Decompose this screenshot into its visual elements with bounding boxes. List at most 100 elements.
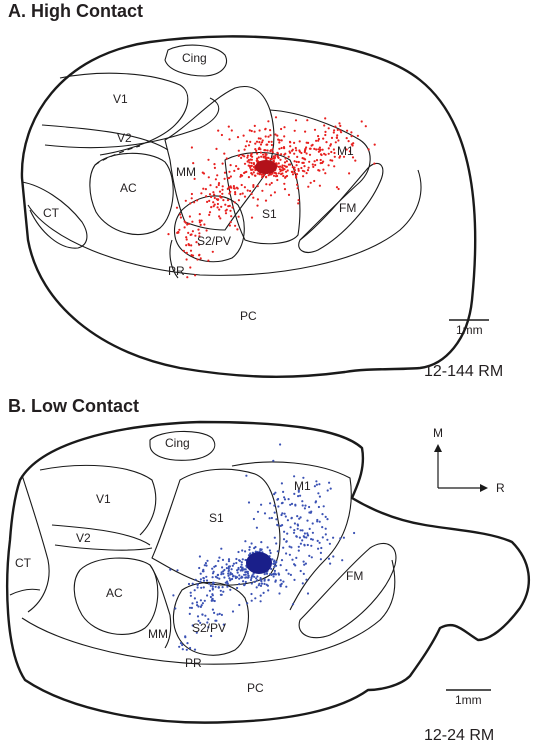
dots-b-dot [219, 589, 222, 592]
dots-a-dot [296, 183, 299, 186]
panel-b-case-label: 12-24 RM [424, 727, 494, 744]
dots-a-dot [188, 244, 191, 247]
dots-b-dot [240, 563, 243, 566]
dots-a-dot [325, 141, 328, 144]
dots-a-dot [240, 156, 243, 159]
dots-b-dot [207, 618, 210, 621]
dots-b-dot [188, 606, 192, 609]
dots-b-dot [207, 626, 210, 629]
panel-b-label-pc: PC [247, 681, 264, 695]
dots-b-dot [339, 537, 342, 540]
dots-b-dot [229, 588, 232, 591]
dots-b-dot [205, 579, 209, 582]
dots-b-dot [255, 526, 258, 529]
dots-a-dot [260, 173, 263, 176]
dots-a-dot [280, 169, 283, 172]
dots-a-dot [274, 154, 277, 157]
dots-a-dot [337, 139, 340, 142]
dots-b-dot [221, 586, 224, 589]
dots-b-dot [302, 476, 305, 479]
dots-b-dot [302, 560, 305, 563]
dots-a-dot [272, 155, 275, 158]
panel-b-dot-core [246, 552, 272, 574]
dots-a-dot [332, 148, 335, 151]
dots-a-dot [311, 143, 314, 146]
panel-a-ct-region [21, 181, 88, 249]
dots-b-dot [324, 527, 327, 530]
dots-a-dot [264, 128, 267, 131]
dots-a-dot [243, 195, 247, 198]
dots-b-dot [211, 567, 214, 570]
dots-a-dot [235, 165, 238, 168]
dots-a-dot [280, 139, 283, 142]
dots-a-dot [335, 186, 339, 189]
dots-a-dot [234, 193, 237, 196]
dots-a-dot [222, 199, 225, 202]
dots-b-dot [304, 562, 307, 565]
dots-a-dot [264, 199, 268, 202]
panel-b-label-s2pv: S2/PV [192, 621, 226, 635]
dots-a-dot [276, 174, 279, 178]
dots-a-dot [276, 152, 279, 155]
dots-a-dot [308, 153, 312, 156]
dots-a-dot [198, 221, 201, 224]
panel-b-label-mm: MM [148, 627, 168, 641]
dots-a-dot [317, 148, 320, 151]
panel-b-label-ct: CT [15, 556, 32, 570]
dots-a-dot [269, 129, 272, 132]
dots-b-dot [237, 550, 240, 554]
dots-a-dot [274, 116, 278, 119]
dots-b-dot [206, 594, 209, 597]
dots-a-dot [252, 171, 255, 174]
dots-b-dot [199, 599, 202, 602]
dots-a-dot [283, 161, 287, 164]
panel-a-label-ct: CT [43, 206, 60, 220]
dots-a-dot [246, 189, 249, 192]
dots-a-dot [273, 171, 276, 174]
dots-b-dot [328, 481, 331, 484]
dots-a-dot [337, 187, 340, 191]
dots-b-dot [227, 574, 230, 577]
dots-a-dot [190, 233, 193, 236]
dots-a-dot [267, 140, 270, 143]
dots-a-dot [195, 241, 198, 244]
dots-a-dot [339, 124, 342, 127]
dots-a-dot [293, 160, 296, 163]
dots-b-dot [236, 586, 239, 590]
dots-a-dot [189, 202, 192, 205]
dots-b-dot [313, 485, 316, 488]
dots-b-dot [263, 582, 266, 586]
dots-b-dot [245, 570, 248, 573]
dots-a-dot [208, 211, 212, 214]
dots-a-dot [186, 276, 189, 279]
dots-a-dot [190, 244, 193, 247]
dots-a-dot [198, 232, 201, 235]
dots-b-dot [315, 480, 318, 483]
dots-b-dot [326, 518, 329, 521]
dots-b-dot [211, 597, 214, 600]
dots-b-dot [273, 511, 276, 514]
dots-a-dot [259, 137, 262, 140]
dots-b-dot [316, 520, 319, 523]
panel-b-fm-region [298, 543, 397, 639]
dots-a-dot [243, 162, 247, 165]
dots-b-dot [246, 602, 249, 605]
dots-b-dot [273, 565, 276, 569]
dots-b-dot [311, 538, 314, 541]
dots-a-dot [256, 172, 259, 175]
dots-b-dot [301, 582, 304, 585]
dots-b-dot [324, 515, 327, 519]
dots-a-dot [321, 148, 324, 151]
panel-b-label-ac: AC [106, 586, 123, 600]
dots-a-dot [297, 169, 300, 172]
dots-b-dot [301, 529, 304, 532]
dots-b-dot [204, 614, 207, 617]
dots-b-dot [317, 492, 320, 495]
dots-a-dot [345, 148, 348, 151]
dots-b-dot [297, 545, 300, 548]
dots-a-dot [318, 184, 321, 187]
panel-b: B. Low Contact Cing V1 V2 CT AC MM S1 [6, 396, 530, 744]
dots-a-dot [283, 126, 286, 129]
dots-b-dot [220, 571, 223, 574]
dots-a-dot [330, 150, 333, 154]
